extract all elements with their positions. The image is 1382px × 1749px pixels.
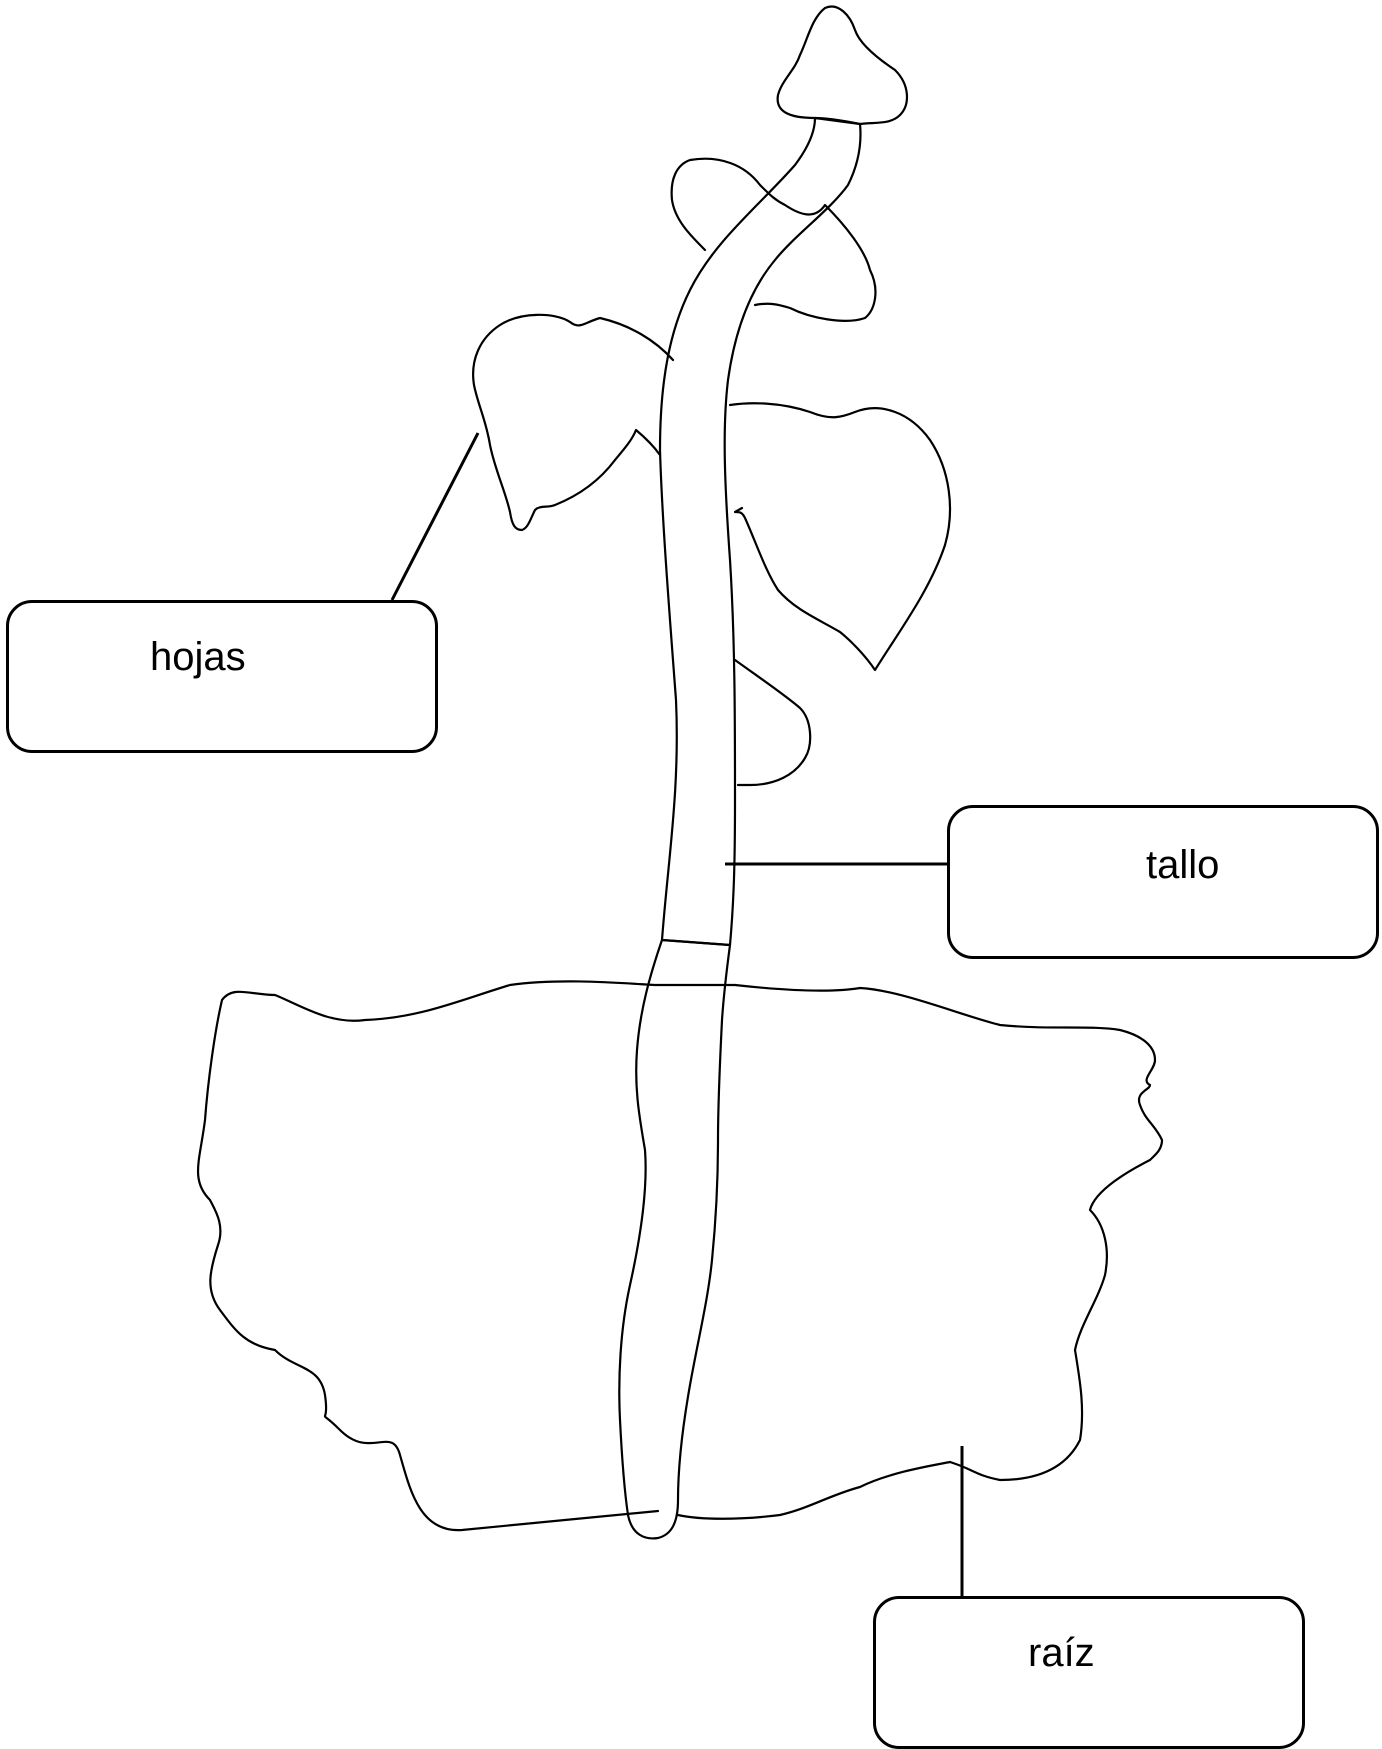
leaf-lower-outline bbox=[735, 660, 810, 785]
label-hojas: hojas bbox=[150, 637, 246, 677]
root-stem-joint bbox=[662, 940, 730, 945]
leaf-upper-outline bbox=[672, 159, 876, 321]
leader-line-hojas bbox=[392, 433, 478, 600]
leaf-left-outline bbox=[473, 315, 673, 530]
leaf-right-outline bbox=[730, 403, 950, 670]
stem-outline bbox=[660, 118, 861, 945]
label-tallo: tallo bbox=[1146, 845, 1219, 885]
bud-outline bbox=[778, 7, 907, 124]
label-raiz: raíz bbox=[1028, 1633, 1095, 1673]
root-outline bbox=[619, 940, 730, 1538]
